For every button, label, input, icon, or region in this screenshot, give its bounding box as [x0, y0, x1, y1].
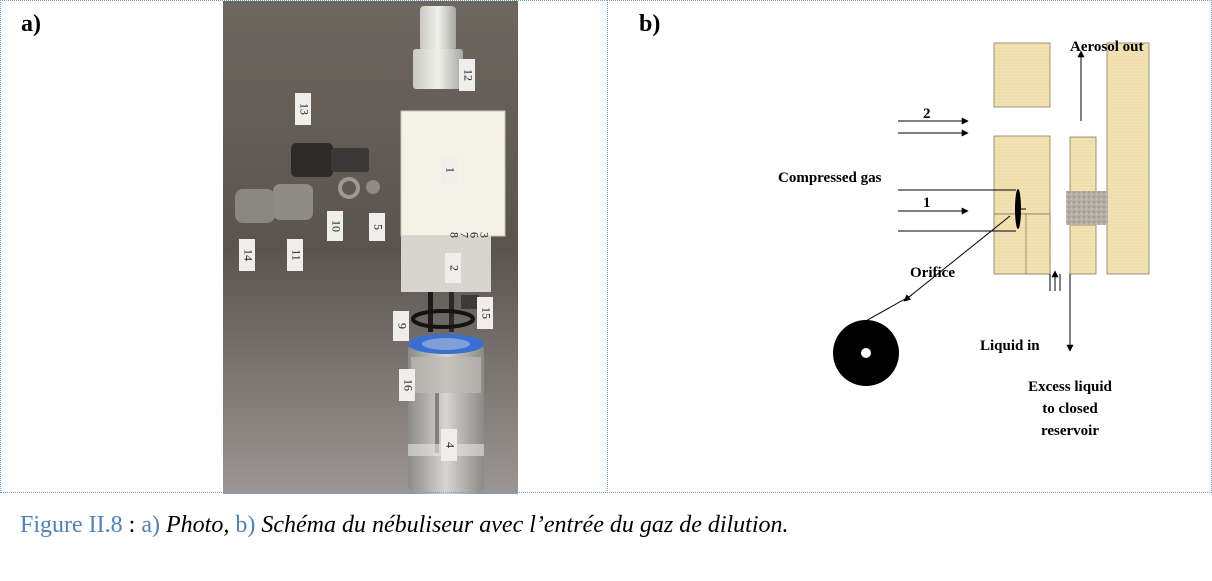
label-inlet-1: 1: [923, 195, 931, 211]
tags-3-6-7-8: 3 6 7 8: [447, 232, 491, 238]
caption-a-text: Photo,: [165, 512, 230, 538]
tag-11: 11: [287, 239, 303, 271]
ring-9: [411, 309, 475, 329]
svg-text:4: 4: [443, 442, 457, 448]
nebulizer-photo: 12 13 1 3 6 7 8 10: [223, 1, 518, 494]
tag-12: 12: [459, 59, 475, 91]
fitting-12-nut: [413, 49, 463, 89]
orifice-hole: [861, 348, 871, 358]
svg-text:15: 15: [479, 307, 493, 319]
tag-15: 15: [477, 297, 493, 329]
svg-text:1: 1: [443, 167, 457, 173]
caption-a-tag: a): [141, 512, 160, 538]
caption-b-text: Schéma du nébuliseur avec l’entrée du ga…: [261, 512, 789, 538]
tag-9: 9: [393, 311, 409, 341]
caption-figure-number: Figure II.8: [20, 512, 123, 538]
part-14: [235, 189, 275, 223]
svg-text:16: 16: [401, 379, 415, 391]
svg-text:8: 8: [447, 232, 461, 238]
block-top-left: [993, 42, 1051, 108]
figure-bottom-border: [0, 492, 1212, 493]
svg-text:11: 11: [289, 249, 303, 261]
tag-14: 14: [239, 239, 255, 271]
label-liquid-in: Liquid in: [980, 338, 1040, 354]
fitting-15: [461, 295, 479, 309]
part-10: [338, 177, 360, 199]
svg-text:6: 6: [467, 232, 481, 238]
svg-text:14: 14: [241, 249, 255, 261]
panel-b: b): [607, 0, 1212, 493]
bottle-threads: [411, 357, 481, 393]
tag-1: 1: [441, 156, 457, 184]
label-excess-liquid-1: Excess liquid: [1028, 379, 1112, 395]
svg-text:12: 12: [461, 69, 475, 81]
tag-10: 10: [327, 211, 343, 241]
tag-5: 5: [369, 213, 385, 241]
orifice-plate: [1015, 189, 1021, 229]
part-11: [273, 184, 313, 220]
svg-text:3: 3: [477, 232, 491, 238]
nebulizer-schematic: Aerosol out 2 Compressed gas 1 Orifice L…: [778, 39, 1150, 439]
label-excess-liquid-2: to closed: [1042, 401, 1098, 417]
svg-text:2: 2: [447, 265, 461, 271]
tag-16: 16: [399, 369, 415, 401]
caption-separator: :: [122, 512, 142, 538]
label-compressed-gas: Compressed gas: [778, 170, 882, 186]
tag-13: 13: [295, 93, 311, 125]
connector-13: [291, 143, 333, 177]
frit-plug: [1066, 191, 1108, 225]
label-excess-liquid-3: reservoir: [1041, 423, 1099, 439]
label-inlet-2: 2: [923, 106, 931, 122]
block-center-low: [1069, 224, 1097, 275]
panel-b-label: b): [639, 11, 661, 37]
panel-a-label: a): [21, 11, 41, 37]
fitting-12: [420, 6, 456, 51]
svg-text:9: 9: [395, 323, 409, 329]
svg-text:10: 10: [329, 220, 343, 232]
figure-frame: a): [0, 0, 1212, 494]
svg-text:13: 13: [297, 103, 311, 115]
block-right: [1106, 42, 1150, 275]
svg-text:5: 5: [371, 224, 385, 230]
label-orifice: Orifice: [910, 265, 955, 281]
figure-caption: Figure II.8 : a) Photo, b) Schéma du néb…: [20, 512, 789, 539]
label-aerosol-out: Aerosol out: [1070, 39, 1143, 55]
connector-13-thread: [331, 148, 369, 172]
caption-b-tag: b): [235, 512, 256, 538]
block-middle-left: [993, 135, 1051, 215]
orifice-pointer: [903, 215, 1011, 302]
panel-a: a): [0, 0, 607, 494]
part-5: [366, 180, 380, 194]
tag-2: 2: [445, 253, 461, 283]
tag-4: 4: [441, 429, 457, 461]
svg-text:7: 7: [457, 232, 471, 238]
